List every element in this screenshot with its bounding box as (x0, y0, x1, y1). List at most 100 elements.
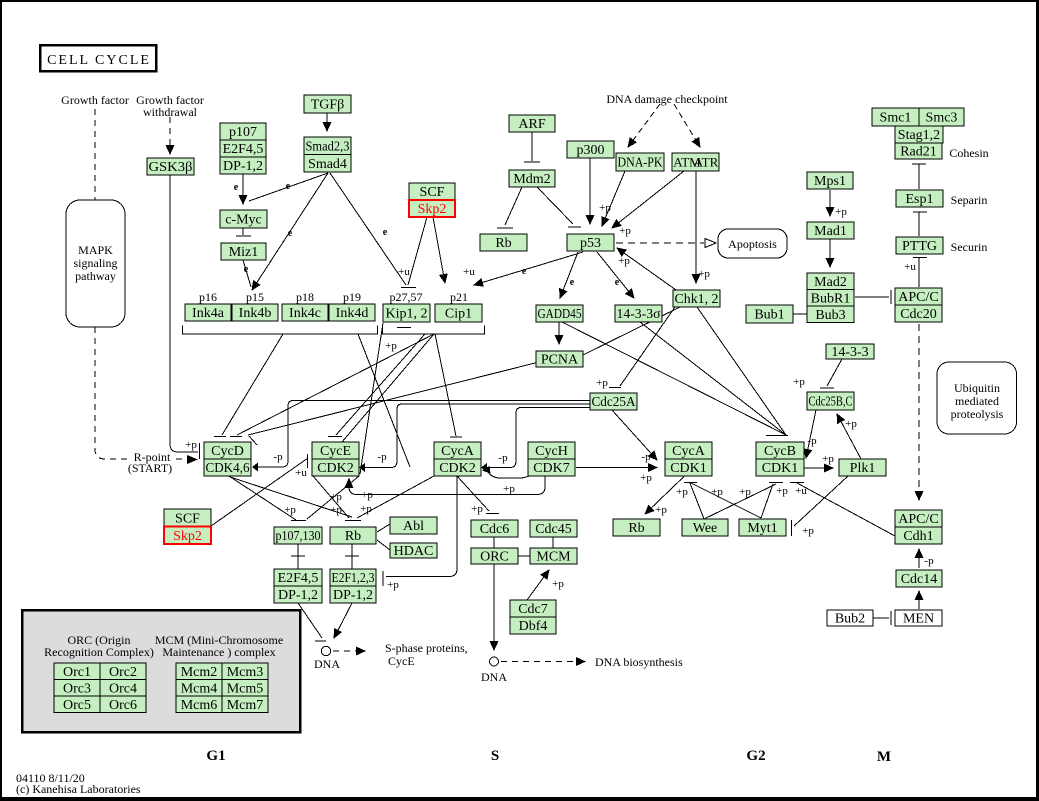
svg-text:p107,130: p107,130 (276, 529, 321, 544)
svg-text:E2F4,5: E2F4,5 (278, 571, 319, 586)
svg-text:ORC: ORC (480, 550, 509, 565)
svg-text:+p: +p (471, 503, 483, 515)
svg-text:+p: +p (676, 486, 688, 498)
svg-text:e: e (570, 277, 575, 288)
svg-text:+p: +p (618, 255, 630, 267)
svg-text:Cdc45: Cdc45 (535, 522, 572, 537)
svg-text:Abl: Abl (403, 519, 424, 534)
svg-text:Smc3: Smc3 (926, 111, 958, 126)
svg-text:CycH: CycH (535, 444, 568, 459)
svg-text:Rad21: Rad21 (900, 145, 937, 160)
svg-text:p15: p15 (246, 290, 264, 304)
svg-text:Orc6: Orc6 (109, 698, 137, 713)
svg-text:-p: -p (273, 451, 283, 463)
svg-text:+u: +u (398, 266, 410, 278)
svg-text:proteolysis: proteolysis (951, 407, 1004, 421)
svg-text:MAPK: MAPK (78, 243, 113, 257)
svg-text:Bub3: Bub3 (815, 308, 845, 323)
svg-text:CDK1: CDK1 (670, 461, 707, 476)
svg-text:S: S (491, 748, 499, 764)
svg-text:PCNA: PCNA (541, 353, 579, 368)
svg-text:Myt1: Myt1 (747, 521, 777, 536)
svg-text:+p: +p (835, 206, 847, 218)
svg-text:GADD45: GADD45 (538, 307, 582, 322)
svg-text:p107: p107 (229, 125, 257, 140)
svg-text:Plk1: Plk1 (850, 461, 876, 476)
svg-text:Rb: Rb (495, 236, 511, 251)
svg-text:Rb: Rb (628, 521, 644, 536)
svg-text:MCM: MCM (536, 550, 571, 565)
svg-text:Mad2: Mad2 (814, 275, 847, 290)
svg-text:Ink4d: Ink4d (336, 306, 369, 321)
svg-text:Kip1, 2: Kip1, 2 (386, 307, 428, 322)
svg-text:Recognition Complex): Recognition Complex) (44, 645, 154, 659)
svg-text:+p: +p (822, 453, 834, 465)
svg-text:SCF: SCF (175, 511, 200, 526)
svg-text:Growth factor: Growth factor (61, 93, 129, 107)
svg-text:DP-1,2: DP-1,2 (333, 588, 373, 603)
svg-text:Smc1: Smc1 (880, 111, 912, 126)
svg-text:+u: +u (295, 467, 307, 479)
svg-text:CycB: CycB (764, 444, 796, 459)
svg-text:Ink4b: Ink4b (239, 306, 272, 321)
svg-text:MEN: MEN (903, 612, 934, 627)
svg-text:-p: -p (498, 452, 508, 464)
svg-text:APC/C: APC/C (898, 512, 938, 527)
svg-text:p18: p18 (296, 290, 314, 304)
svg-text:+p: +p (330, 491, 342, 503)
svg-text:ATR: ATR (694, 155, 719, 170)
svg-text:Cohesin: Cohesin (949, 146, 988, 160)
svg-text:Mcm7: Mcm7 (227, 698, 264, 713)
svg-text:+p: +p (599, 202, 611, 214)
svg-text:CDK4,6: CDK4,6 (206, 461, 250, 476)
svg-text:Orc4: Orc4 (109, 681, 137, 696)
svg-text:TGFβ: TGFβ (311, 98, 345, 113)
svg-text:+u: +u (463, 266, 475, 278)
svg-text:-p: -p (377, 451, 387, 463)
svg-text:signaling: signaling (74, 256, 118, 270)
svg-text:mediated: mediated (955, 394, 999, 408)
svg-text:Rb: Rb (345, 529, 361, 544)
svg-text:CDK1: CDK1 (762, 461, 799, 476)
svg-text:p21: p21 (450, 290, 468, 304)
svg-text:p19: p19 (343, 290, 361, 304)
svg-text:-p: -p (641, 451, 651, 463)
svg-text:+p: +p (360, 503, 372, 515)
svg-text:+p: +p (776, 485, 788, 497)
svg-text:+p: +p (596, 377, 608, 389)
svg-text:CDK2: CDK2 (317, 461, 354, 476)
svg-text:Mcm5: Mcm5 (227, 681, 264, 696)
svg-text:p53: p53 (580, 236, 601, 251)
svg-text:p16: p16 (199, 290, 217, 304)
svg-text:e: e (244, 264, 249, 275)
svg-text:APC/C: APC/C (898, 290, 938, 305)
svg-text:Mcm4: Mcm4 (181, 681, 218, 696)
svg-text:+p: +p (619, 225, 631, 237)
svg-text:MCM (Mini-Chromosome: MCM (Mini-Chromosome (155, 633, 283, 647)
svg-text:ORC (Origin: ORC (Origin (68, 633, 131, 647)
svg-text:(START): (START) (128, 461, 172, 475)
svg-text:+p: +p (185, 439, 197, 451)
svg-text:+p: +p (330, 504, 342, 516)
svg-text:CycE: CycE (388, 654, 415, 668)
svg-text:14-3-3σ: 14-3-3σ (617, 307, 661, 322)
svg-text:DP-1,2: DP-1,2 (278, 588, 318, 603)
svg-text:G1: G1 (206, 748, 225, 764)
svg-text:E2F4,5: E2F4,5 (223, 142, 264, 157)
svg-text:Cdc6: Cdc6 (480, 522, 510, 537)
svg-text:Mcm6: Mcm6 (181, 698, 218, 713)
svg-text:Chk1, 2: Chk1, 2 (675, 292, 719, 307)
svg-text:Stag1,2: Stag1,2 (898, 128, 940, 143)
svg-text:Dbf4: Dbf4 (519, 619, 548, 634)
svg-text:Mad1: Mad1 (814, 224, 847, 239)
svg-text:Orc1: Orc1 (63, 665, 91, 680)
svg-text:+p: +p (503, 483, 515, 495)
svg-text:Skp2: Skp2 (173, 529, 202, 544)
svg-text:Ink4c: Ink4c (289, 306, 321, 321)
svg-text:p300: p300 (577, 143, 605, 158)
svg-text:e: e (615, 277, 620, 288)
svg-text:GSK3β: GSK3β (149, 160, 193, 175)
svg-text:Orc3: Orc3 (63, 681, 91, 696)
svg-text:CycA: CycA (441, 444, 475, 459)
svg-text:Mdm2: Mdm2 (513, 172, 550, 187)
